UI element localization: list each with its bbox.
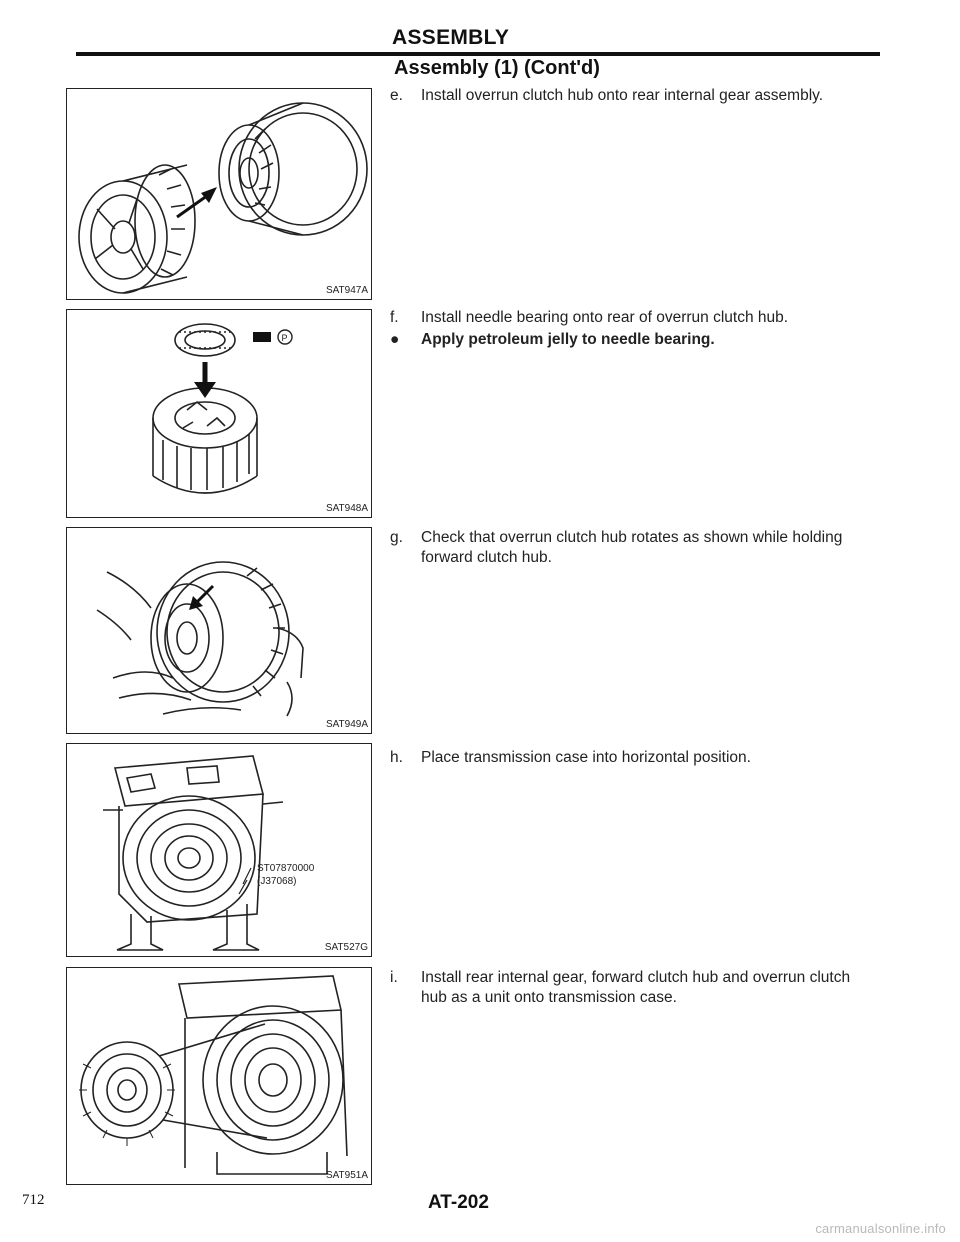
figure-5: SAT951A (66, 967, 372, 1185)
transmission-case-illustration (103, 755, 284, 951)
page-id: AT-202 (428, 1192, 489, 1213)
figure-code: SAT948A (325, 503, 368, 514)
step-note-text: Apply petroleum jelly to needle bearing. (421, 331, 715, 348)
figure-code: SAT951A (325, 1170, 368, 1181)
step-text: Place transmission case into horizontal … (421, 749, 751, 766)
step-marker: h. (390, 749, 403, 766)
petroleum-jelly-icon (253, 332, 271, 342)
step-marker: i. (390, 969, 398, 986)
step-text: Install needle bearing onto rear of over… (421, 309, 789, 326)
figure-1: SAT947A (66, 88, 372, 300)
step-text: Check that overrun clutch hub rotates as… (421, 529, 843, 566)
step-marker: f. (390, 309, 399, 326)
figure-code: SAT949A (325, 719, 368, 730)
figure-2: P SAT948A (66, 309, 372, 518)
svg-text:P: P (282, 333, 288, 343)
step-marker: e. (390, 87, 403, 104)
needle-bearing-illustration: P (152, 323, 293, 494)
figure-3: SAT949A (66, 527, 372, 734)
figure-code: SAT527G (324, 942, 368, 953)
hub-onto-gear-illustration (78, 102, 368, 294)
tool-number: ST07870000 (257, 863, 315, 874)
step-g: g. Check that overrun clutch hub rotates… (390, 528, 880, 568)
step-text: Install rear internal gear, forward clut… (421, 969, 851, 1006)
tool-alt-number: (J37068) (257, 876, 297, 887)
step-e: e. Install overrun clutch hub onto rear … (390, 86, 880, 106)
step-marker: g. (390, 529, 403, 546)
step-h: h. Place transmission case into horizont… (390, 748, 880, 768)
hub-rotation-check-illustration (96, 561, 304, 717)
install-gear-unit-illustration (79, 975, 348, 1175)
step-f: f. Install needle bearing onto rear of o… (390, 308, 880, 328)
watermark: carmanualsonline.info (815, 1221, 946, 1236)
step-f-note: ● Apply petroleum jelly to needle bearin… (390, 330, 880, 350)
figure-code: SAT947A (325, 285, 368, 296)
figure-4: ST07870000 (J37068) SAT527G (66, 743, 372, 957)
bullet-marker: ● (390, 331, 400, 348)
section-title: ASSEMBLY (392, 26, 510, 49)
page-number: 712 (22, 1192, 45, 1208)
header-rule (76, 52, 880, 56)
tool-callout: ST07870000 (J37068) (257, 862, 314, 888)
step-text: Install overrun clutch hub onto rear int… (421, 87, 824, 104)
step-i: i. Install rear internal gear, forward c… (390, 968, 880, 1008)
subheading: Assembly (1) (Cont'd) (394, 57, 600, 79)
